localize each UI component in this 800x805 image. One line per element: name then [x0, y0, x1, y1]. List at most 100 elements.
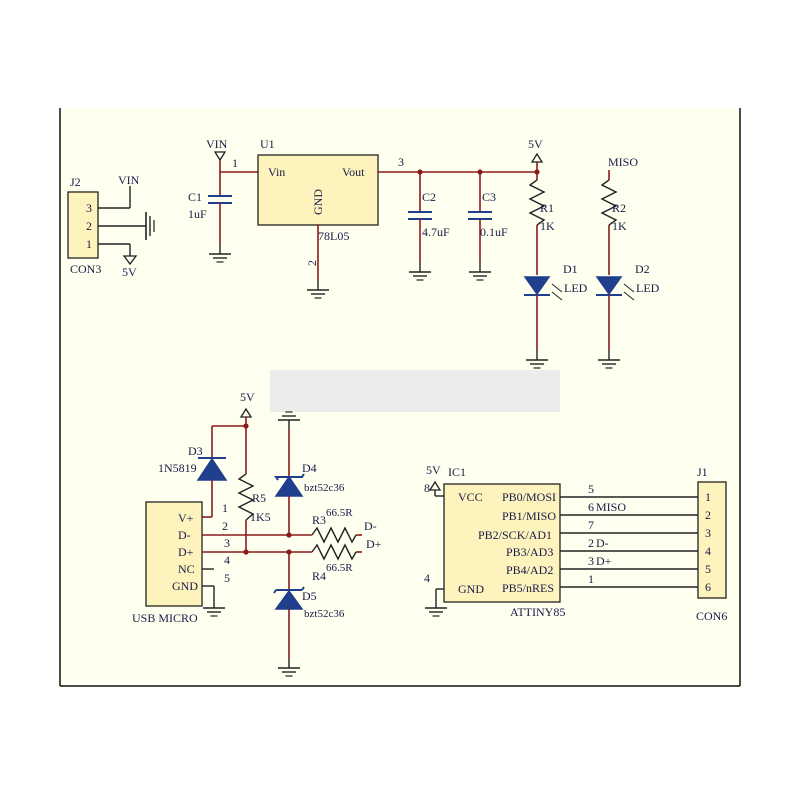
usb-5v-label: 5V	[240, 390, 255, 404]
u1-pin3: 3	[398, 155, 404, 169]
usb-section: 5V D3 1N5819 R5 1K5 V+ D- D+ NC GND 1 2 …	[132, 390, 382, 677]
usb-pin-name-3: D+	[178, 545, 194, 559]
net-dplus: D+	[366, 537, 382, 551]
vin-label: VIN	[206, 137, 228, 151]
u1-pin2: 2	[305, 260, 319, 266]
ic1-net-1: MISO	[596, 500, 626, 514]
usb-pin-num-3: 3	[224, 536, 230, 550]
c2-ref: C2	[422, 190, 436, 204]
d1-ref: D1	[563, 262, 578, 276]
ic1-pin-num-4: 3	[588, 554, 594, 568]
j1-pin-1: 1	[705, 490, 711, 504]
c1-val: 1uF	[188, 207, 207, 221]
c3-ref: C3	[482, 190, 496, 204]
ic1-pin-num-1: 6	[588, 500, 594, 514]
miso-label-top: MISO	[608, 155, 638, 169]
ic1-pin-name-1: PB1/MISO	[502, 509, 556, 523]
j1-ref: J1	[697, 465, 708, 479]
j1-pin-3: 3	[705, 526, 711, 540]
j1-pin-6: 6	[705, 580, 711, 594]
r5-val: 1K5	[250, 510, 271, 524]
ic1-pin-num-2: 7	[588, 518, 594, 532]
r1-ref: R1	[540, 201, 554, 215]
ic1-pin-name-0: PB0/MOSI	[502, 490, 556, 504]
r4-val: 66.5R	[326, 562, 353, 574]
u1-pin1: 1	[232, 156, 238, 170]
v5-label-top: 5V	[528, 137, 543, 151]
usb-pin-name-2: D-	[178, 528, 191, 542]
u1-part: 78L05	[318, 229, 349, 243]
ic1-net-3: D-	[596, 536, 609, 550]
ic1-5v-label: 5V	[426, 463, 441, 477]
c2-val: 4.7uF	[422, 225, 450, 239]
ic1-vcc-label: VCC	[458, 490, 483, 504]
led-d1-branch: 5V R1 1K D1 LED	[523, 137, 588, 369]
ic1-attiny85	[443, 483, 561, 603]
ic1-pin-num-0: 5	[588, 482, 594, 496]
j2-pin-1: 1	[86, 237, 92, 251]
ic1-pin-num-3: 2	[588, 536, 594, 550]
d3-val: 1N5819	[158, 461, 197, 475]
r3-val: 66.5R	[326, 507, 353, 519]
usb-pin-name-1: V+	[178, 511, 194, 525]
c1-ref: C1	[188, 190, 202, 204]
usb-pin-name-5: GND	[172, 579, 198, 593]
regulator-section: VIN 1 C1 1uF U1 Vin Vout GND 78L05 2 3	[188, 137, 540, 299]
c3-val: 0.1uF	[480, 225, 508, 239]
ic1-pin-name-4: PB4/AD2	[506, 563, 553, 577]
usb-pin-num-4: 4	[224, 553, 230, 567]
r2-ref: R2	[612, 201, 626, 215]
led-d2-branch: MISO R2 1K D2 LED	[595, 155, 660, 369]
r2-val: 1K	[612, 219, 627, 233]
usb-pin-num-2: 2	[222, 519, 228, 533]
u1-pin-vin: Vin	[268, 165, 285, 179]
r1-val: 1K	[540, 219, 555, 233]
usb-pin-num-5: 5	[224, 571, 230, 585]
ic1-pin-name-5: PB5/nRES	[502, 581, 554, 595]
j2-pin-3: 3	[86, 201, 92, 215]
ic1-section: IC1 5V 8 VCC GND 4 ATTINY85 PB0/MOSI PB1…	[424, 463, 698, 619]
u1-pin-vout: Vout	[342, 165, 365, 179]
d1-val: LED	[564, 281, 588, 295]
j2-part: CON3	[70, 262, 101, 276]
d3-ref: D3	[188, 444, 203, 458]
j1-part: CON6	[696, 609, 727, 623]
j2-pin-2: 2	[86, 219, 92, 233]
j1-pin-4: 4	[705, 544, 711, 558]
d5-ref: D5	[302, 589, 317, 603]
j2-vin-label: VIN	[118, 173, 140, 187]
ic1-pin-num-5: 1	[588, 572, 594, 586]
ic1-part: ATTINY85	[510, 605, 565, 619]
d5-val: bzt52c36	[304, 608, 345, 620]
j1-pin-5: 5	[705, 562, 711, 576]
usb-pin-num-1: 1	[222, 501, 228, 515]
u1-ref: U1	[260, 137, 275, 151]
d2-val: LED	[636, 281, 660, 295]
r5-ref: R5	[252, 491, 266, 505]
redaction-band	[270, 370, 560, 412]
ic1-gnd-label: GND	[458, 582, 484, 596]
r4-ref: R4	[312, 569, 326, 583]
ic1-pin-name-2: PB2/SCK/AD1	[478, 528, 552, 542]
d2-ref: D2	[635, 262, 650, 276]
net-dminus: D-	[364, 519, 377, 533]
r3-ref: R3	[312, 513, 326, 527]
ic1-vcc-pin: 8	[424, 481, 430, 495]
ic1-ref: IC1	[448, 465, 466, 479]
d4-ref: D4	[302, 461, 317, 475]
u1-regulator	[257, 154, 379, 226]
usb-micro-connector	[145, 501, 203, 607]
u1-gnd-label: GND	[311, 189, 325, 215]
usb-pin-name-4: NC	[178, 562, 195, 576]
ic1-pin-name-3: PB3/AD3	[506, 545, 553, 559]
ic1-net-4: D+	[596, 554, 612, 568]
usb-part: USB MICRO	[132, 611, 198, 625]
j2-connector: J2 3 2 1 CON3 VIN 5V	[67, 173, 155, 279]
j1-pin-2: 2	[705, 508, 711, 522]
j1-connector: J1 1 2 3 4 5 6 CON6	[696, 465, 727, 623]
j2-ref: J2	[70, 175, 81, 189]
j2-5v-label: 5V	[122, 265, 137, 279]
d4-val: bzt52c36	[304, 482, 345, 494]
